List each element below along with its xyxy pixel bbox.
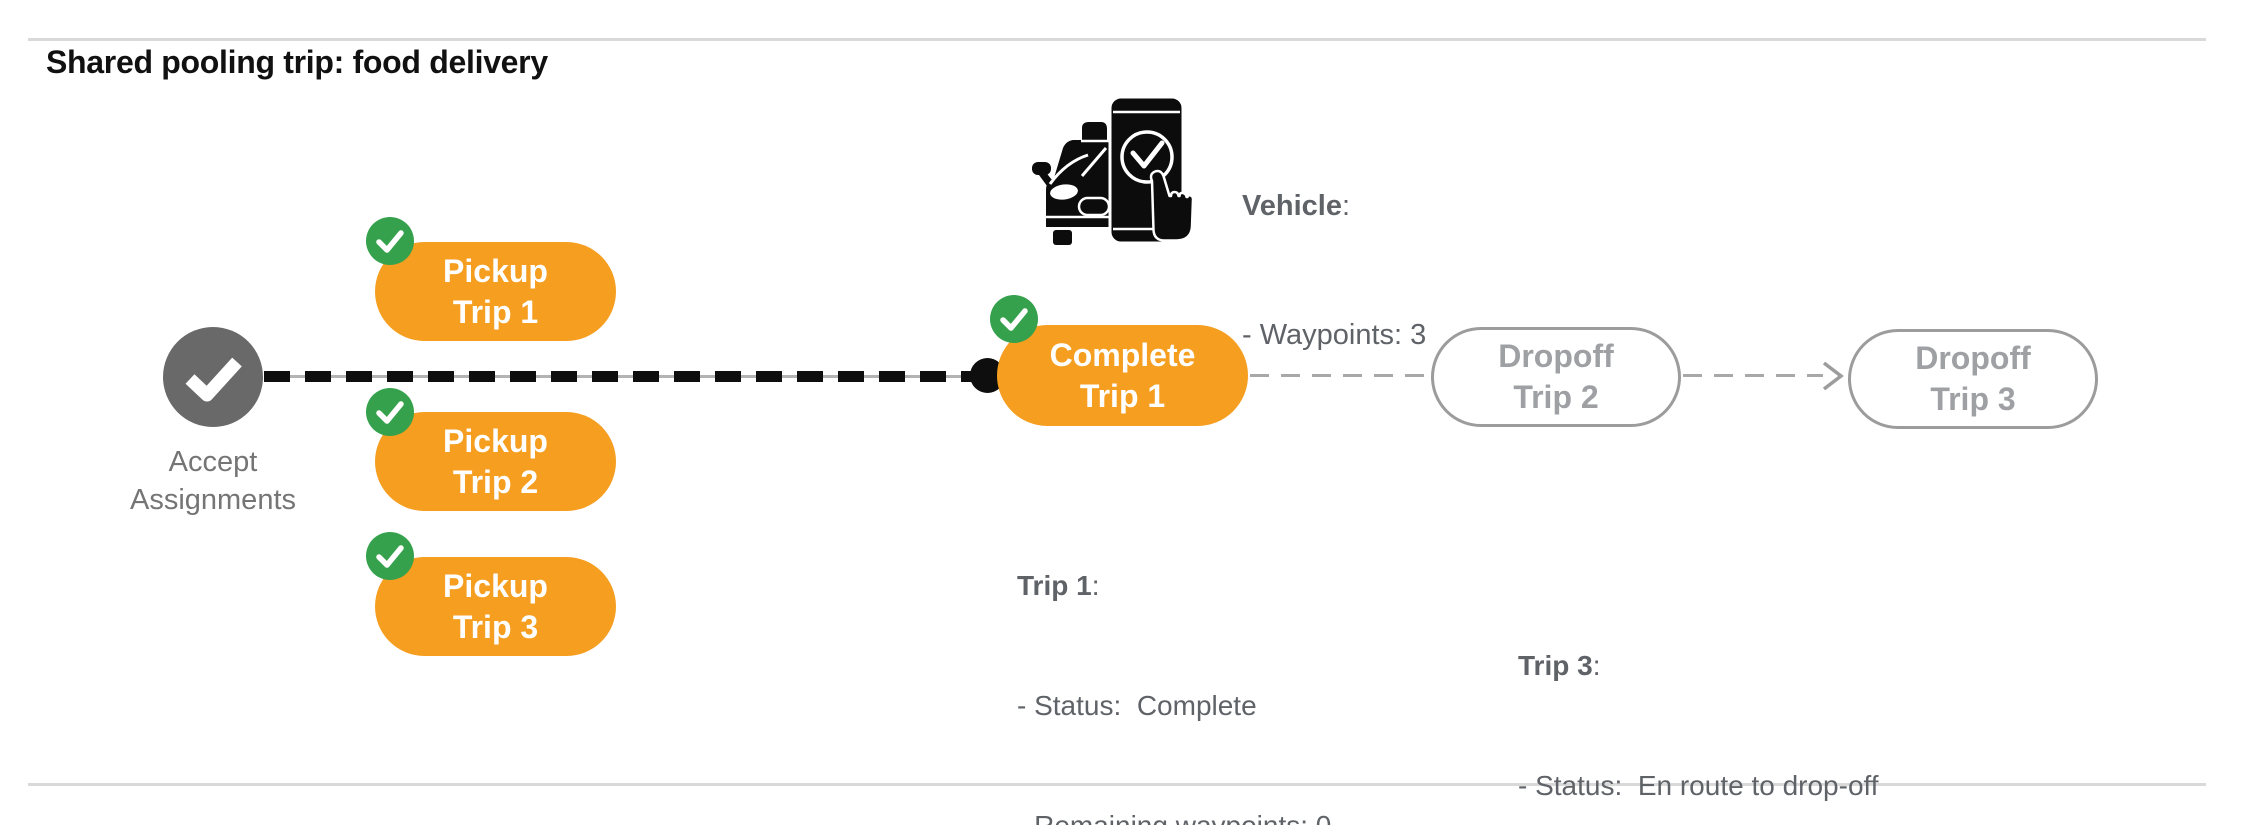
trip-status-block-1: Trip 1: - Status: Complete - Remaining w… [1017, 486, 1378, 825]
trip-status-block-2: Trip 3: - Status: En route to drop-off -… [1518, 566, 1879, 825]
check-circle-icon [185, 357, 242, 402]
pickup-trip-2-pill: Pickup Trip 2 [375, 412, 616, 511]
top-divider [28, 38, 2206, 41]
page-title: Shared pooling trip: food delivery [46, 44, 548, 80]
check-badge-icon [990, 295, 1038, 343]
pill-label-line2: Trip 3 [452, 608, 539, 645]
pill-label-line2: Trip 2 [1513, 379, 1599, 415]
check-badge-icon [366, 217, 414, 265]
pill-label-line2: Trip 3 [1930, 381, 2016, 417]
connector-to-dropoff-2 [1250, 374, 1429, 377]
pill-label-line1: Complete [1049, 336, 1196, 373]
vehicle-label: Vehicle: [1242, 190, 1351, 222]
pill-label-line1: Dropoff [1498, 338, 1614, 374]
status-line: - Status: Complete [1017, 690, 1257, 721]
pill-label-line1: Dropoff [1915, 340, 2031, 376]
check-badge-icon [366, 388, 414, 436]
pickup-trip-3-pill: Pickup Trip 3 [375, 557, 616, 656]
vehicle-info: Vehicle: - Waypoints: 3 [1242, 99, 1426, 443]
check-badge-icon [366, 532, 414, 580]
dropoff-trip-2-pill: Dropoff Trip 2 [1431, 327, 1681, 427]
trip-1-status-title: Trip 1: [1017, 570, 1100, 601]
connector-to-dropoff-3 [1683, 374, 1823, 377]
trip-3-status-title: Trip 3: [1518, 650, 1601, 681]
pill-label-line2: Trip 1 [1079, 377, 1166, 414]
accept-assignments-label: Accept Assignments [129, 446, 296, 516]
status-line: - Status: En route to drop-off [1518, 770, 1879, 801]
pill-label-line2: Trip 1 [452, 293, 539, 330]
pickup-trip-1-pill: Pickup Trip 1 [375, 242, 616, 341]
pill-label-line1: Pickup [443, 252, 548, 289]
pill-label-line2: Trip 2 [452, 463, 539, 500]
robotaxi-phone-check-icon [1032, 95, 1195, 245]
pill-label-line1: Pickup [443, 422, 548, 459]
status-line: - Remaining waypoints: 0 [1017, 806, 1378, 825]
arrow-right-chevron-icon [1822, 361, 1844, 391]
dropoff-trip-3-pill: Dropoff Trip 3 [1848, 329, 2098, 429]
route-dashes [264, 371, 988, 382]
complete-trip-1-pill: Complete Trip 1 [997, 325, 1248, 426]
assignment-route-line [264, 371, 988, 382]
pill-label-line1: Pickup [443, 567, 548, 604]
vehicle-waypoints: - Waypoints: 3 [1242, 319, 1427, 351]
bottom-divider [28, 783, 2206, 786]
accept-assignments-node [163, 327, 263, 427]
